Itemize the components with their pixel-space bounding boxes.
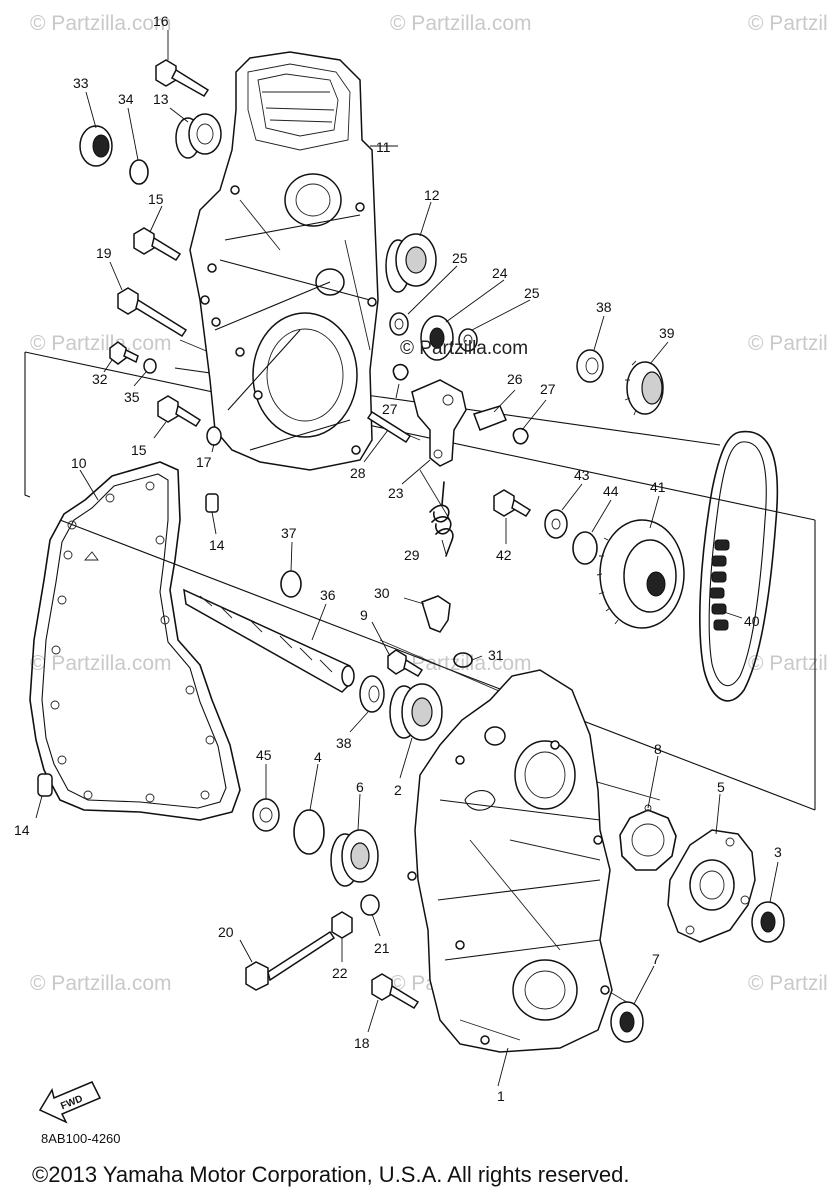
watermark: © Partzilla.com	[390, 12, 532, 35]
callout-36: 36	[320, 587, 336, 603]
fwd-arrow-icon: FWD	[38, 1081, 102, 1124]
callout-38: 38	[596, 299, 612, 315]
callout-35: 35	[124, 389, 140, 405]
callout-leaders	[35, 30, 779, 1087]
callout-27: 27	[382, 401, 398, 417]
callout-18: 18	[354, 1035, 370, 1051]
callout-25: 25	[524, 285, 540, 301]
callout-24: 24	[492, 265, 508, 281]
callout-17: 17	[196, 454, 212, 470]
callout-5: 5	[717, 779, 725, 795]
callout-39: 39	[659, 325, 675, 341]
watermark: © Partzilla.com	[748, 332, 829, 355]
callout-34: 34	[118, 91, 134, 107]
callout-4: 4	[314, 749, 322, 765]
bearing-cover-gasket	[619, 804, 677, 871]
callout-7: 7	[652, 951, 660, 967]
callout-37: 37	[281, 525, 297, 541]
watermark: © Partzilla.com	[748, 652, 829, 675]
callout-8: 8	[654, 741, 662, 757]
bearings-seals	[37, 113, 785, 1043]
callout-16: 16	[153, 13, 169, 29]
bearing-housing	[667, 829, 756, 943]
callout-6: 6	[356, 779, 364, 795]
diagram-code: 8AB100-4260	[41, 1131, 121, 1146]
callout-41: 41	[650, 479, 666, 495]
callout-9: 9	[360, 607, 368, 623]
callout-28: 28	[350, 465, 366, 481]
center-watermark: © Partzilla.com	[400, 338, 529, 359]
upper-case-cover	[189, 51, 379, 471]
callout-15: 15	[148, 191, 164, 207]
watermark: © Partzilla.com	[30, 12, 172, 35]
callout-42: 42	[496, 547, 512, 563]
callout-21: 21	[374, 940, 390, 956]
watermark: © Partzilla.com	[390, 652, 532, 675]
callout-33: 33	[73, 75, 89, 91]
drive-chain	[699, 430, 779, 702]
callout-20: 20	[218, 924, 234, 940]
callout-11: 11	[376, 139, 391, 155]
gasket	[29, 461, 241, 821]
watermark: © Partzilla.com	[30, 972, 172, 995]
callout-38: 38	[336, 735, 352, 751]
callout-22: 22	[332, 965, 348, 981]
callout-13: 13	[153, 91, 169, 107]
callout-19: 19	[96, 245, 112, 261]
lower-case	[407, 669, 613, 1053]
callout-23: 23	[388, 485, 404, 501]
bolts-and-shafts	[109, 59, 532, 1010]
callout-30: 30	[374, 585, 390, 601]
callout-numbers: 1 2 3 4 5 6 7 8 9 10 11 12 13 14 14 15 1…	[14, 13, 782, 1104]
callout-43: 43	[574, 467, 590, 483]
callout-27: 27	[540, 381, 556, 397]
callout-45: 45	[256, 747, 272, 763]
watermark: © Partzilla.com	[748, 12, 829, 35]
callout-15: 15	[131, 442, 147, 458]
callout-44: 44	[603, 483, 619, 499]
callout-31: 31	[488, 647, 504, 663]
callout-14: 14	[14, 822, 30, 838]
callout-10: 10	[71, 455, 87, 471]
callout-3: 3	[774, 844, 782, 860]
callout-26: 26	[507, 371, 523, 387]
callout-32: 32	[92, 371, 108, 387]
callout-12: 12	[424, 187, 440, 203]
callout-1: 1	[497, 1088, 505, 1104]
callout-40: 40	[744, 613, 760, 629]
callout-2: 2	[394, 782, 402, 798]
copyright-notice: ©2013 Yamaha Motor Corporation, U.S.A. A…	[32, 1162, 630, 1187]
watermark: © Partzilla.com	[30, 652, 172, 675]
watermark: © Partzilla.com	[30, 332, 172, 355]
callout-29: 29	[404, 547, 420, 563]
callout-14: 14	[209, 537, 225, 553]
callout-25: 25	[452, 250, 468, 266]
watermark: © Partzilla.com	[748, 972, 829, 995]
